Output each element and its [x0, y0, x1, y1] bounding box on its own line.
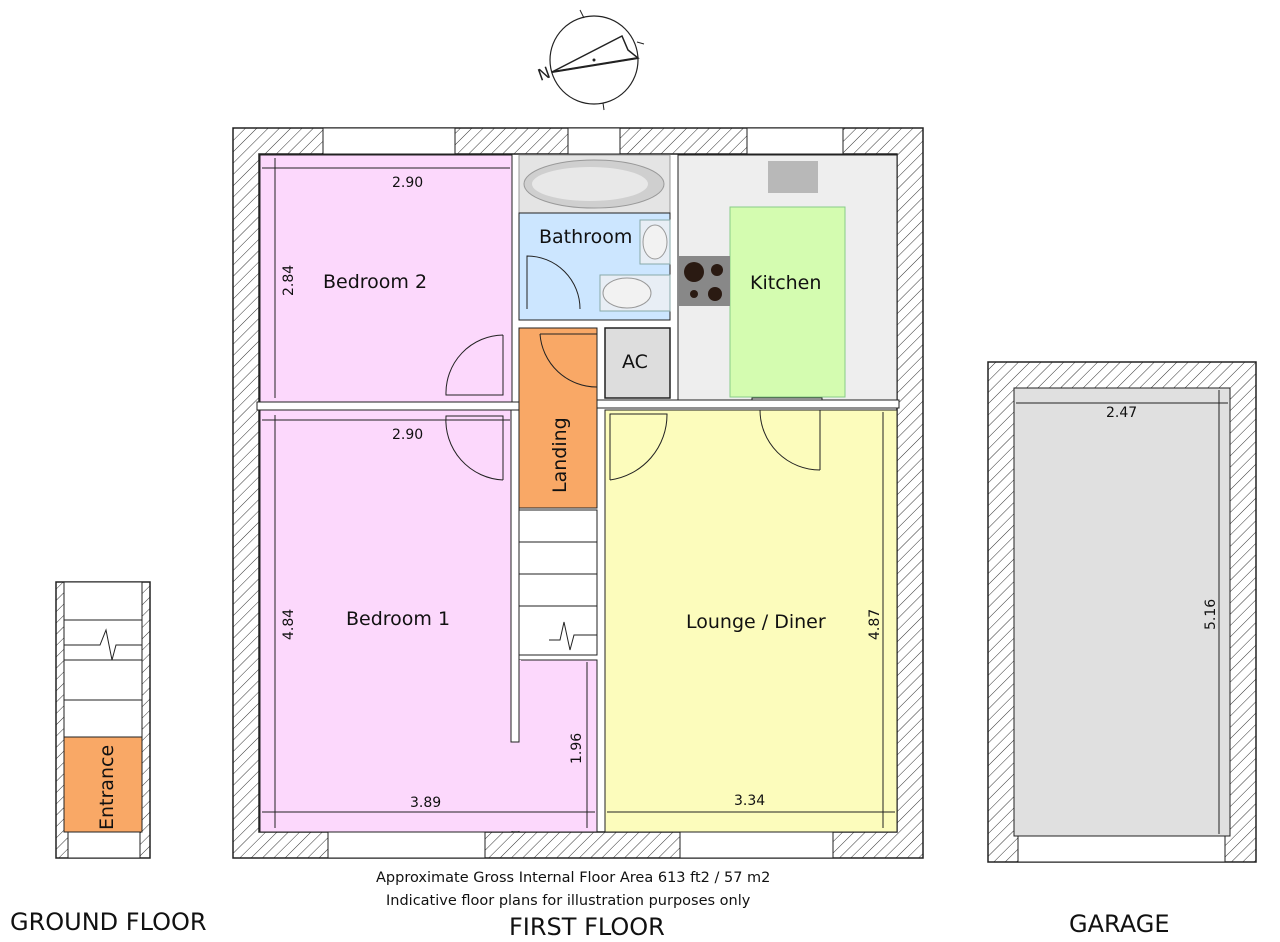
room-bedroom-2: [259, 154, 513, 403]
label-lounge-diner: Lounge / Diner: [686, 611, 826, 633]
ground-floor-title: GROUND FLOOR: [10, 908, 207, 936]
window: [322, 127, 456, 155]
room-lounge-diner: [604, 409, 898, 833]
hob-icon: [679, 256, 730, 306]
room-entrance: [63, 736, 143, 833]
compass-icon: N: [535, 9, 645, 111]
area-note: Approximate Gross Internal Floor Area 61…: [376, 870, 770, 886]
room-bedroom-1: [259, 409, 513, 833]
garage-title: GARAGE: [1069, 910, 1169, 938]
toilet: [602, 277, 652, 309]
room-kitchen: [729, 206, 846, 398]
room-ac: [604, 327, 671, 399]
window: [327, 831, 486, 859]
kitchen-sink: [768, 161, 818, 193]
label-bathroom: Bathroom: [539, 226, 632, 248]
dimension-bedroom-1-width-bottom: 3.89: [410, 795, 441, 811]
window: [746, 127, 844, 155]
garage: 2.47 5.16 GARAGE: [987, 361, 1257, 938]
dimension-bedroom-2-width: 2.90: [392, 175, 423, 191]
window: [679, 831, 834, 859]
room-landing: [518, 327, 598, 509]
window: [567, 127, 621, 155]
dimension-garage-depth: 5.16: [1203, 599, 1219, 630]
disclaimer-note: Indicative floor plans for illustration …: [386, 893, 751, 909]
dimension-bedroom-2-depth: 2.84: [281, 265, 297, 296]
dimension-bedroom-1-width-top: 2.90: [392, 427, 423, 443]
sink: [642, 224, 668, 260]
room-garage: [1013, 387, 1231, 837]
label-landing: Landing: [549, 417, 571, 493]
ground-floor: Entrance GROUND FLOOR: [10, 581, 207, 936]
dimension-lounge-width: 3.34: [734, 793, 765, 809]
first-floor-title: FIRST FLOOR: [509, 913, 665, 941]
label-bedroom-1: Bedroom 1: [346, 608, 450, 630]
first-floor: 2.90 2.84 2.90 4.84 3.89 1.96 3.34 4.87 …: [232, 127, 924, 941]
dimension-lines: [262, 158, 895, 828]
dimension-bedroom-1-depth: 4.84: [281, 609, 297, 640]
label-kitchen: Kitchen: [750, 272, 821, 294]
dimension-garage-width: 2.47: [1106, 405, 1137, 421]
label-ac: AC: [622, 351, 648, 373]
door-swing: [526, 255, 581, 310]
dimension-lounge-depth: 4.87: [867, 609, 883, 640]
label-entrance: Entrance: [96, 745, 118, 830]
staircase: [518, 509, 598, 656]
dimension-bedroom-1-alcove: 1.96: [569, 733, 585, 764]
label-bedroom-2: Bedroom 2: [323, 271, 427, 293]
